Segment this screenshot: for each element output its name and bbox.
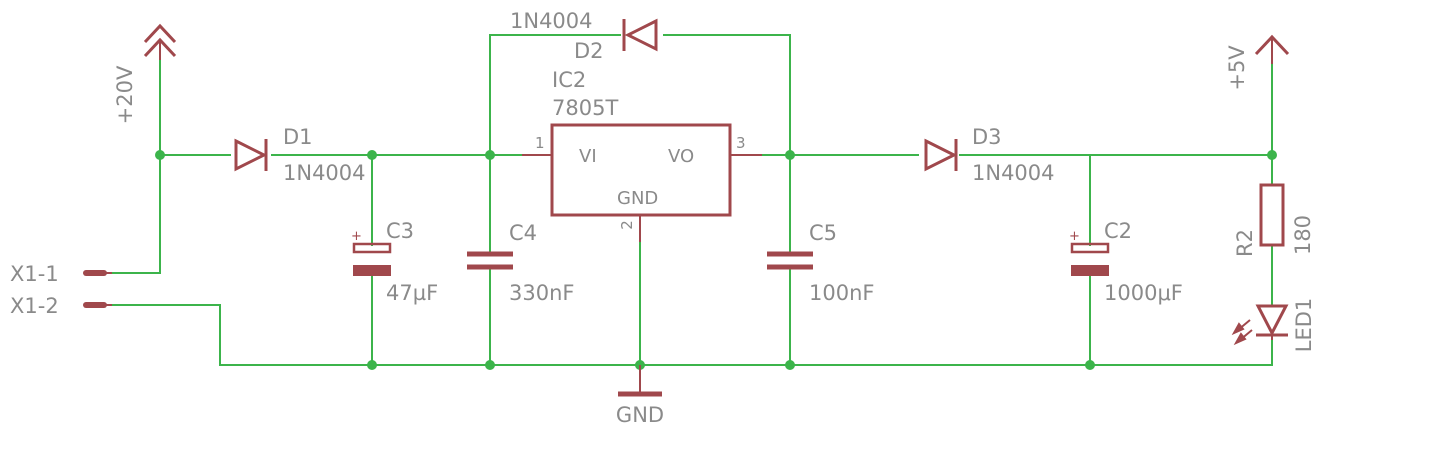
- wire-vin-vertical: [109, 57, 161, 274]
- c3-name: C3: [386, 219, 414, 243]
- junction-dot: [1267, 150, 1277, 160]
- c3-plate-top: [352, 242, 392, 254]
- c2-plate-bottom: [1071, 265, 1109, 276]
- connector-x1: X1-1 X1-2: [10, 262, 112, 318]
- led1-name: LED1: [1292, 298, 1316, 353]
- diode-d3-triangle: [924, 138, 958, 172]
- c2-plate-top: [1070, 242, 1110, 254]
- c2-name: C2: [1104, 219, 1132, 243]
- ic2-value: 7805T: [552, 96, 618, 120]
- junction-dot: [367, 360, 377, 370]
- supply-vout: +5V: [1225, 34, 1290, 91]
- led-led1: LED1: [1231, 298, 1316, 353]
- ic2-pin-gnd: GND: [617, 188, 658, 209]
- capacitor-c4: C4 330nF: [467, 221, 574, 305]
- ic2-pin-vo: VO: [668, 146, 694, 167]
- c4-name: C4: [509, 221, 537, 245]
- c5-value: 100nF: [809, 281, 874, 305]
- ic2-pin1-number: 1: [535, 134, 545, 152]
- gnd-label: GND: [616, 403, 664, 427]
- r2-body: [1259, 183, 1285, 247]
- diode-d2-triangle: [624, 18, 658, 52]
- junction-dot: [1085, 360, 1095, 370]
- d1-name: D1: [283, 125, 313, 149]
- x1-pin1-label: X1-1: [10, 262, 59, 286]
- vout-label: +5V: [1225, 45, 1249, 91]
- arrow-icon: [1231, 322, 1245, 336]
- d3-value: 1N4004: [972, 161, 1055, 185]
- c5-name: C5: [809, 221, 837, 245]
- junction-dot: [367, 150, 377, 160]
- ic2-pin-vi: VI: [579, 146, 597, 167]
- supply-vin: +20V: [113, 23, 177, 124]
- diode-d3: D3 1N4004: [924, 125, 1055, 185]
- junction-dot: [785, 360, 795, 370]
- arrow-icon: [1233, 332, 1247, 346]
- r2-value: 180: [1291, 215, 1315, 255]
- c3-plate-bottom: [353, 265, 391, 276]
- vin-label: +20V: [113, 65, 137, 124]
- wire-d2-loop-right: [663, 34, 791, 156]
- diode-d2: 1N4004 D2: [510, 9, 658, 63]
- d2-value: 1N4004: [510, 9, 593, 33]
- junction-dot: [485, 360, 495, 370]
- c4-value: 330nF: [509, 281, 574, 305]
- wires: [109, 34, 1273, 366]
- resistor-r2: R2 180: [1233, 183, 1315, 257]
- diode-d1-triangle: [234, 138, 268, 172]
- junction-dot: [785, 150, 795, 160]
- regulator-ic2: IC2 7805T VI VO GND 1 3 2: [522, 68, 762, 242]
- x1-pin2-label: X1-2: [10, 294, 59, 318]
- ic2-name: IC2: [552, 68, 586, 92]
- c3-plus-sign: +: [351, 229, 362, 244]
- r2-name: R2: [1233, 229, 1257, 257]
- wire-x1-2-ground: [109, 304, 1273, 366]
- d2-name: D2: [574, 39, 604, 63]
- junction-dot: [155, 150, 165, 160]
- capacitor-c5: C5 100nF: [767, 221, 874, 305]
- capacitor-c2: + C2 1000μF: [1069, 219, 1183, 305]
- ground-symbol: GND: [616, 365, 664, 427]
- wire-d2-loop: [489, 34, 621, 156]
- ic2-pin2-number: 2: [618, 220, 636, 230]
- d3-name: D3: [972, 125, 1002, 149]
- c2-value: 1000μF: [1104, 281, 1183, 305]
- led1-triangle: [1255, 304, 1289, 337]
- capacitor-c3: + C3 47µF: [351, 219, 438, 305]
- c2-plus-sign: +: [1069, 229, 1080, 244]
- d1-value: 1N4004: [283, 161, 366, 185]
- diode-d1: D1 1N4004: [234, 125, 366, 185]
- c3-value: 47µF: [386, 281, 438, 305]
- ic2-pin3-number: 3: [736, 134, 746, 152]
- junction-dot: [485, 150, 495, 160]
